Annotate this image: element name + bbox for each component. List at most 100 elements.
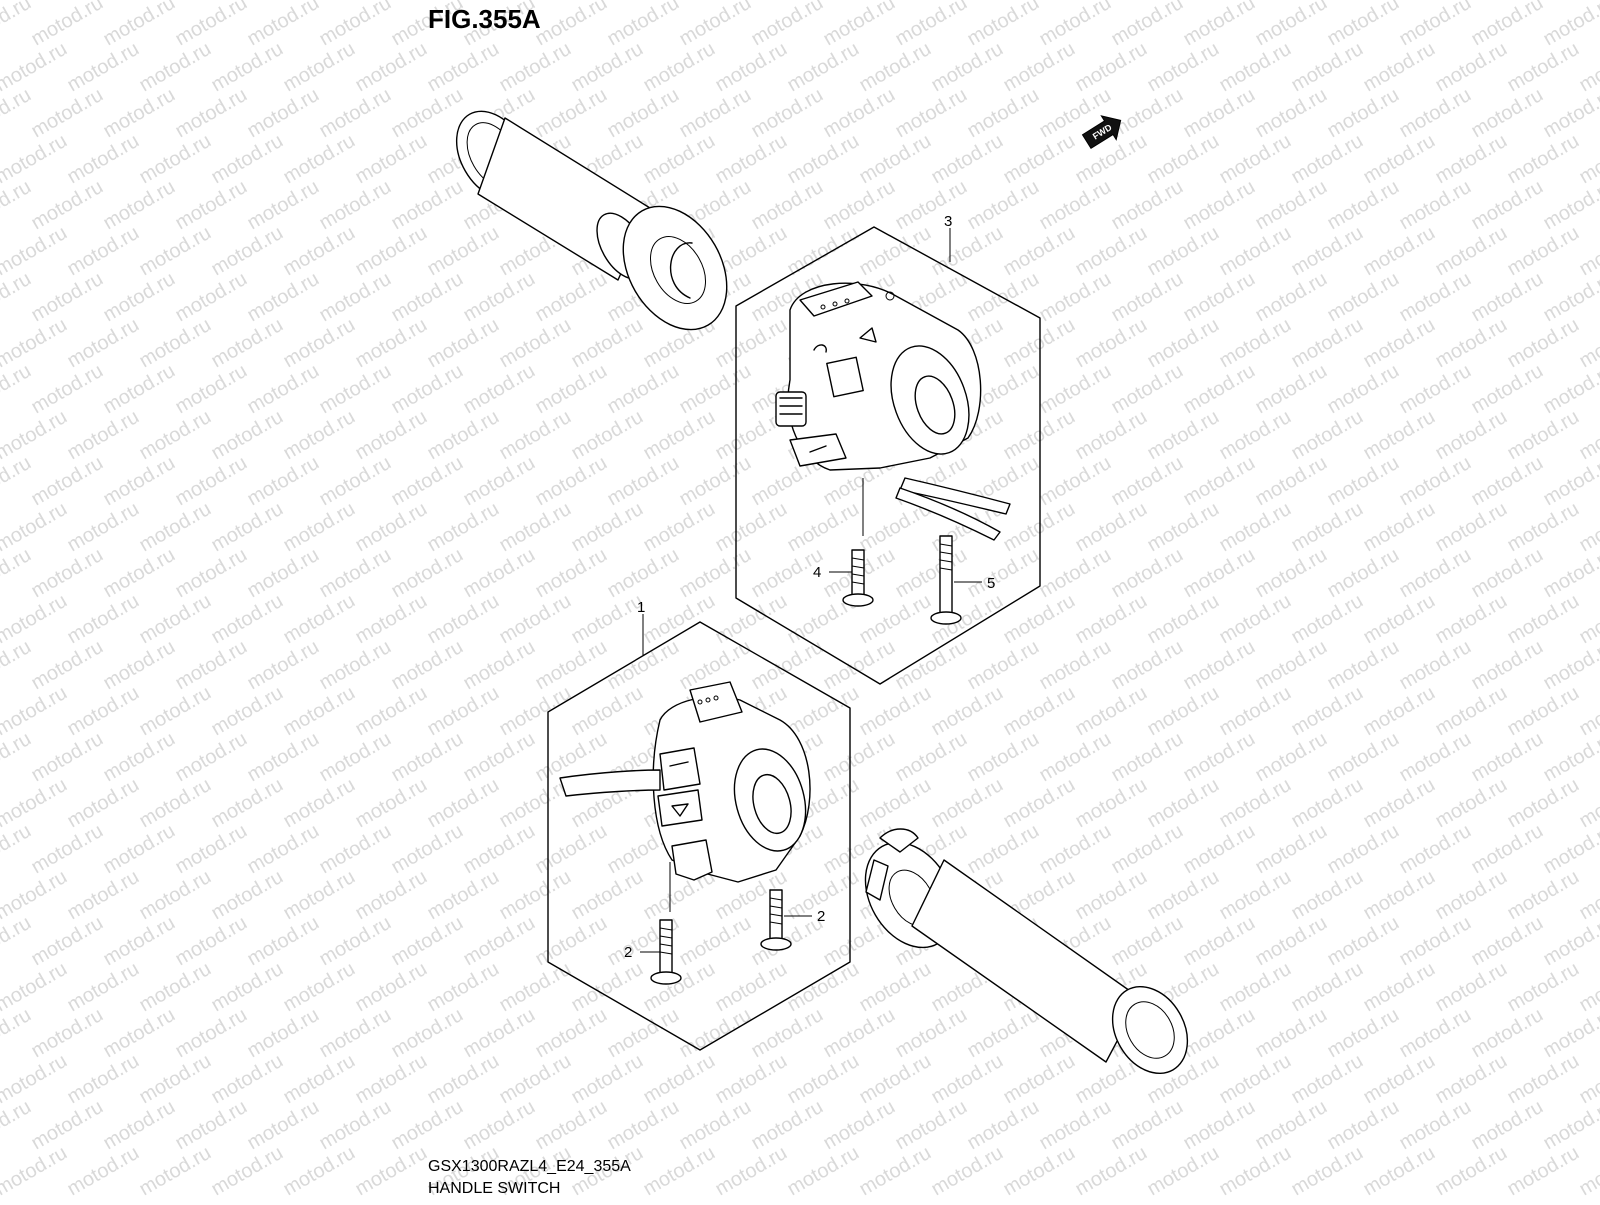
watermark-text: motod.ru — [856, 38, 935, 97]
watermark-text: motod.ru — [1216, 1050, 1295, 1109]
watermark-text: motod.ru — [1216, 1142, 1295, 1200]
watermark-text: motod.ru — [676, 1096, 755, 1155]
watermark-text: motod.ru — [928, 38, 1007, 97]
watermark-text: motod.ru — [604, 360, 683, 419]
watermark-text: motod.ru — [28, 820, 107, 879]
watermark-text: motod.ru — [352, 498, 431, 557]
watermark-text: motod.ru — [208, 1050, 287, 1109]
watermark-text: motod.ru — [568, 682, 647, 741]
watermark-text: motod.ru — [496, 498, 575, 557]
watermark-text: motod.ru — [244, 544, 323, 603]
watermark-text: motod.ru — [64, 38, 143, 97]
watermark-text: motod.ru — [28, 452, 107, 511]
watermark-text: motod.ru — [568, 866, 647, 925]
figure-code: GSX1300RAZL4_E24_355A — [428, 1158, 631, 1176]
watermark-text: motod.ru — [316, 544, 395, 603]
watermark-text: motod.ru — [856, 130, 935, 189]
watermark-text: motod.ru — [1072, 130, 1151, 189]
watermark-text: motod.ru — [100, 360, 179, 419]
watermark-text: motod.ru — [1144, 406, 1223, 465]
watermark-text: motod.ru — [208, 38, 287, 97]
watermark-text: motod.ru — [1468, 544, 1547, 603]
watermark-text: motod.ru — [136, 130, 215, 189]
watermark-text: motod.ru — [100, 1004, 179, 1063]
watermark-text: motod.ru — [532, 0, 611, 50]
watermark-text: motod.ru — [1324, 1096, 1403, 1155]
watermark-text: motod.ru — [172, 912, 251, 971]
watermark-text: motod.ru — [784, 682, 863, 741]
watermark-text: motod.ru — [460, 1096, 539, 1155]
watermark-text: motod.ru — [1180, 1096, 1259, 1155]
watermark-text: motod.ru — [1252, 176, 1331, 235]
watermark-text: motod.ru — [1324, 452, 1403, 511]
watermark-text: motod.ru — [928, 1142, 1007, 1200]
watermark-text: motod.ru — [1576, 222, 1600, 281]
watermark-text: motod.ru — [1288, 130, 1367, 189]
watermark-text: motod.ru — [316, 728, 395, 787]
watermark-text: motod.ru — [1216, 130, 1295, 189]
watermark-text: motod.ru — [748, 0, 827, 50]
watermark-text: motod.ru — [1000, 222, 1079, 281]
watermark-text: motod.ru — [568, 958, 647, 1017]
watermark-text: motod.ru — [1108, 360, 1187, 419]
watermark-text: motod.ru — [1108, 452, 1187, 511]
watermark-text: motod.ru — [604, 84, 683, 143]
watermark-text: motod.ru — [1432, 314, 1511, 373]
watermark-text: motod.ru — [28, 176, 107, 235]
watermark-text: motod.ru — [136, 590, 215, 649]
watermark-text: motod.ru — [1432, 682, 1511, 741]
watermark-text: motod.ru — [964, 84, 1043, 143]
watermark-text: motod.ru — [496, 682, 575, 741]
watermark-text: motod.ru — [244, 452, 323, 511]
watermark-text: motod.ru — [1324, 268, 1403, 327]
watermark-text: motod.ru — [424, 222, 503, 281]
watermark-text: motod.ru — [352, 774, 431, 833]
watermark-text: motod.ru — [1432, 498, 1511, 557]
watermark-text: motod.ru — [1288, 1142, 1367, 1200]
watermark-text: motod.ru — [1360, 314, 1439, 373]
watermark-text: motod.ru — [1036, 636, 1115, 695]
watermark-text: motod.ru — [1144, 682, 1223, 741]
watermark-text: motod.ru — [1108, 0, 1187, 50]
watermark-text: motod.ru — [748, 176, 827, 235]
watermark-text: motod.ru — [388, 1096, 467, 1155]
watermark-text: motod.ru — [1576, 498, 1600, 557]
watermark-text: motod.ru — [1360, 1050, 1439, 1109]
watermark-text: motod.ru — [1000, 38, 1079, 97]
watermark-text: motod.ru — [460, 544, 539, 603]
watermark-text: motod.ru — [352, 682, 431, 741]
watermark-text: motod.ru — [640, 38, 719, 97]
watermark-text: motod.ru — [100, 452, 179, 511]
watermark-text: motod.ru — [532, 360, 611, 419]
watermark-text: motod.ru — [172, 544, 251, 603]
watermark-text: motod.ru — [1072, 38, 1151, 97]
watermark-text: motod.ru — [1360, 682, 1439, 741]
watermark-text: motod.ru — [208, 314, 287, 373]
watermark-text: motod.ru — [1072, 1142, 1151, 1200]
watermark-text: motod.ru — [568, 314, 647, 373]
watermark-text: motod.ru — [280, 590, 359, 649]
watermark-text: motod.ru — [136, 498, 215, 557]
watermark-text: motod.ru — [244, 636, 323, 695]
watermark-text: motod.ru — [1396, 0, 1475, 50]
watermark-text: motod.ru — [1108, 912, 1187, 971]
watermark-text: motod.ru — [1036, 360, 1115, 419]
watermark-text: motod.ru — [1252, 1096, 1331, 1155]
watermark-text: motod.ru — [424, 406, 503, 465]
watermark-text: motod.ru — [1144, 130, 1223, 189]
watermark-text: motod.ru — [1468, 452, 1547, 511]
watermark-text: motod.ru — [64, 866, 143, 925]
watermark-text: motod.ru — [532, 636, 611, 695]
watermark-text: motod.ru — [1360, 38, 1439, 97]
watermark-text: motod.ru — [856, 682, 935, 741]
watermark-text: motod.ru — [280, 958, 359, 1017]
watermark-text: motod.ru — [1252, 0, 1331, 50]
watermark-text: motod.ru — [1072, 866, 1151, 925]
watermark-text: motod.ru — [100, 84, 179, 143]
watermark-text: motod.ru — [892, 544, 971, 603]
watermark-text: motod.ru — [1504, 38, 1583, 97]
watermark-text: motod.ru — [0, 0, 35, 50]
watermark-text: motod.ru — [1216, 682, 1295, 741]
watermark-text: motod.ru — [1324, 544, 1403, 603]
watermark-text: motod.ru — [208, 130, 287, 189]
